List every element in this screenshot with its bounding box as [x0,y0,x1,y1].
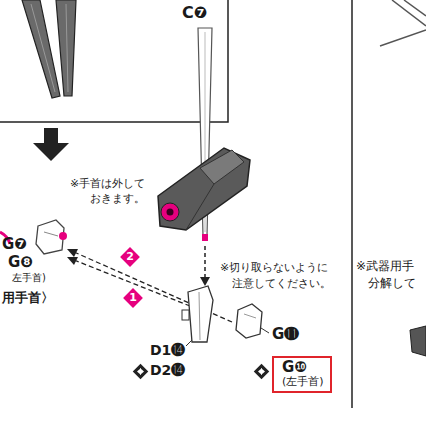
part-leg [56,0,76,96]
part-number: C❼ [182,4,207,22]
forearm-part [158,148,250,230]
d-part [199,292,200,340]
part-number: G⓫ [272,326,299,343]
part-number: G❽ [8,254,33,271]
part-number: G❼ [2,236,27,253]
step-arrow [44,128,58,144]
part-highlight [31,4,55,92]
forearm-part [200,150,244,184]
leader-line [186,340,192,346]
part-number: D1⓮ [150,342,185,358]
joint-socket [161,203,179,221]
callout-diamond [120,247,140,267]
d-part [182,310,189,320]
joint-socket [167,209,174,216]
callout-number: 1 [125,290,141,306]
note-text: ※切り取らないように [220,262,328,275]
highlight-box: G❿(左手首) [272,356,332,393]
part-note: 左手首) [12,272,46,284]
note-text: おきます。 [90,193,145,206]
note-text: 注意してください。 [232,278,331,291]
part-outline [392,0,426,26]
d-part [188,286,213,342]
dashed-guide [67,257,78,265]
callout-diamond [123,288,143,308]
part-note: (左手首) [282,376,324,389]
g11-part [236,304,262,338]
leader-line [261,328,269,333]
panel-frame [0,0,228,122]
part-fragment [410,326,426,356]
part-leg [22,0,60,98]
panel-frame [351,0,353,408]
section-heading: 用手首〉 [2,291,54,306]
note-text: ※手首は外して [70,178,145,191]
part-outline [380,30,426,46]
note-text: 分解して [368,277,416,291]
symmetry-icon [254,364,270,380]
rod-tip [202,234,208,241]
g11-part [244,314,256,318]
part-number: D2⓮ [150,362,185,378]
callout-number: 2 [122,249,138,265]
forearm-part [186,184,214,230]
joint-peg [59,232,67,240]
dashed-guide [74,260,190,306]
part-outline [404,0,426,16]
step-arrow [33,143,69,161]
note-text: ※武器用手 [356,260,414,274]
symmetry-icon [133,364,149,380]
dashed-arrow [200,277,210,286]
part-number: G❿ [282,359,324,376]
dashed-guide [67,249,78,257]
wrist-part [44,232,58,236]
part-highlight [66,4,68,92]
dashed-arrow [204,246,206,278]
